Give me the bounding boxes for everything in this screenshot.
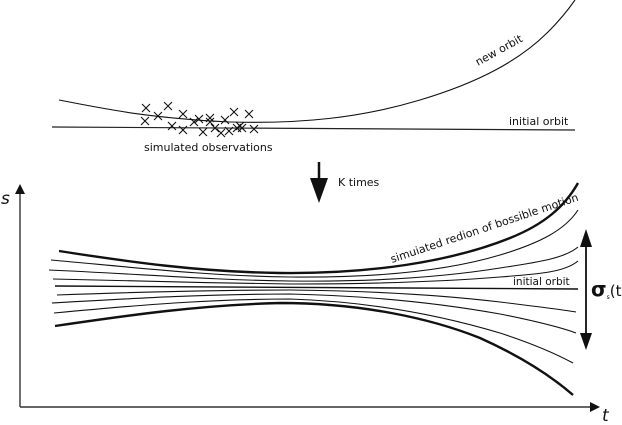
x-axis-label: t <box>602 406 610 425</box>
x-mark-icon <box>205 117 215 127</box>
x-mark-icon <box>141 103 151 113</box>
x-mark-icon <box>205 113 215 123</box>
trajectory <box>50 209 579 278</box>
x-mark-icon <box>220 115 230 125</box>
transition: K times <box>310 162 380 203</box>
k-times-label: K times <box>338 176 380 189</box>
new-orbit-curve <box>58 0 576 123</box>
new-orbit-label: new orbit <box>473 32 525 69</box>
sigma-range-arrow <box>580 229 592 350</box>
x-mark-icon <box>178 125 188 135</box>
simulated-observations-label: simulated observations <box>144 141 273 154</box>
down-arrow-icon <box>310 162 328 203</box>
x-mark-icon <box>198 127 208 137</box>
trajectory-upper-bound <box>58 182 580 275</box>
trajectory <box>52 260 579 285</box>
x-mark-icon <box>249 124 259 134</box>
x-mark-icon <box>189 117 199 127</box>
x-mark-icon <box>163 101 173 111</box>
sigma-argument: (t) <box>610 282 622 300</box>
sigma-symbol: σ <box>591 277 607 301</box>
x-mark-icon <box>229 107 239 117</box>
sigma-label: σs(t) <box>591 277 622 301</box>
x-mark-icon <box>244 109 254 119</box>
x-mark-icon <box>216 128 226 138</box>
region-label: simuiated redion of bossible motion <box>389 191 580 266</box>
x-mark-icon <box>210 123 220 133</box>
initial-orbit-label-bottom: initial orbit <box>513 276 570 288</box>
x-mark-icon <box>140 116 150 126</box>
x-mark-icon <box>194 114 204 124</box>
bottom-panel: s t simuiated redion of bossible motion … <box>1 182 622 425</box>
observation-markers <box>140 101 259 138</box>
x-mark-icon <box>237 123 247 133</box>
trajectory-lower-bound <box>54 301 574 396</box>
x-mark-icon <box>153 111 163 121</box>
trajectory-bundle <box>48 182 580 396</box>
top-panel: new orbit initial orbit simulated observ… <box>51 0 576 154</box>
trajectory-initial-orbit <box>54 285 579 290</box>
initial-orbit-label-top: initial orbit <box>509 115 569 128</box>
x-mark-icon <box>178 109 188 119</box>
sigma-subscript: s <box>607 294 610 301</box>
x-mark-icon <box>224 126 234 136</box>
trajectory <box>51 293 577 334</box>
trajectory <box>48 246 579 282</box>
trajectory <box>53 298 574 364</box>
initial-orbit-line-top <box>51 126 576 131</box>
y-axis-label: s <box>1 189 10 209</box>
x-mark-icon <box>167 121 177 131</box>
trajectory <box>56 289 577 313</box>
